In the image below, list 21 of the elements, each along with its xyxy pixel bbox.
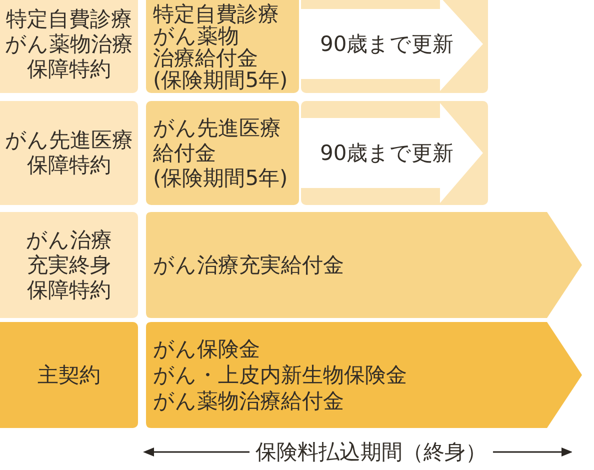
rider-name: 特定自費診療がん薬物治療保障特約	[5, 6, 133, 82]
benefit-name: がん治療充実給付金	[153, 252, 344, 278]
contract-cell	[0, 322, 138, 428]
period-note: (保険期間5年)	[153, 166, 288, 190]
benefit-cell	[146, 0, 299, 93]
benefit-name: がん先進医療給付金	[153, 116, 281, 166]
benefit-name: がん・上皮内新生物保険金	[153, 362, 407, 388]
benefit-name: 特定自費診療がん薬物治療給付金	[153, 3, 279, 69]
benefit-cell	[146, 101, 299, 205]
rider-name: がん先進医療保障特約	[5, 128, 133, 178]
rider-name: がん治療充実終身保障特約	[26, 228, 112, 302]
contract-name: 主契約	[38, 362, 100, 388]
period-note: (保険期間5年)	[153, 69, 288, 91]
renewal-label: 90歳まで更新	[320, 140, 454, 166]
rider-cell	[0, 0, 138, 93]
benefit-name: がん薬物治療給付金	[153, 388, 344, 414]
rider-cell	[0, 212, 138, 318]
benefit-name: がん保険金	[153, 336, 260, 362]
renewal-label: 90歳まで更新	[320, 32, 454, 56]
rider-cell	[0, 101, 138, 205]
period-label: 保険料払込期間（終身）	[256, 440, 486, 464]
